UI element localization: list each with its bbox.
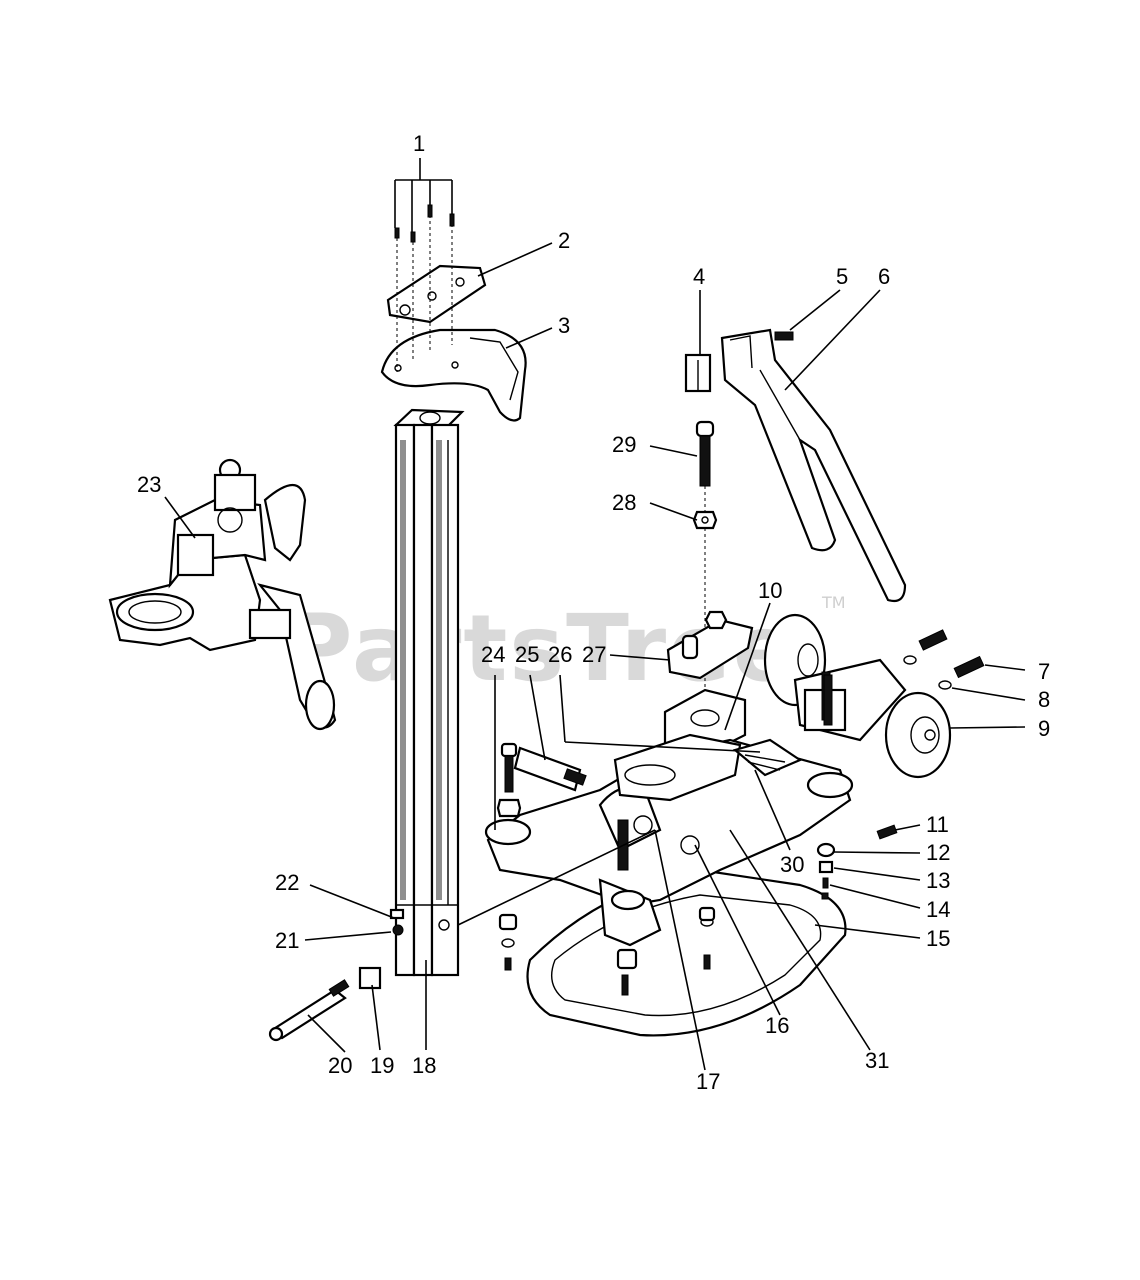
top-bracket-part	[380, 328, 527, 422]
callout-13: 13	[926, 868, 950, 893]
callout-1: 1	[413, 131, 425, 156]
top-plate-part	[386, 264, 487, 324]
callout-28: 28	[612, 490, 636, 515]
watermark-trademark: TM	[821, 593, 846, 612]
callout-9: 9	[1038, 716, 1050, 741]
callout-22: 22	[275, 870, 299, 895]
callout-25: 25	[515, 642, 539, 667]
callout-30: 30	[780, 852, 804, 877]
clamp-handle-part	[684, 328, 907, 603]
small-hardware	[816, 824, 898, 900]
lower-column-hardware	[268, 908, 405, 1042]
base-part	[526, 868, 847, 1037]
callout-26: 26	[548, 642, 572, 667]
callout-31: 31	[865, 1048, 889, 1073]
bolt-part	[692, 420, 718, 700]
callout-24: 24	[481, 642, 505, 667]
carriage-part	[108, 458, 337, 731]
callout-3: 3	[558, 313, 570, 338]
wheel-assembly-part	[763, 613, 985, 779]
callout-4: 4	[693, 264, 705, 289]
callout-10: 10	[758, 578, 782, 603]
callout-15: 15	[926, 926, 950, 951]
callout-12: 12	[926, 840, 950, 865]
screw-set	[394, 204, 455, 372]
callout-8: 8	[1038, 687, 1050, 712]
callout-11: 11	[926, 812, 949, 837]
leader-lines	[164, 158, 1026, 1071]
callout-20: 20	[328, 1053, 352, 1078]
callout-23: 23	[137, 472, 161, 497]
callout-16: 16	[765, 1013, 789, 1038]
callout-29: 29	[612, 432, 636, 457]
column-part	[393, 408, 465, 977]
callout-2: 2	[558, 228, 570, 253]
callout-6: 6	[878, 264, 890, 289]
pivot-bolts-part	[496, 742, 587, 818]
standoffs	[498, 906, 716, 996]
callout-21: 21	[275, 928, 299, 953]
callout-14: 14	[926, 897, 950, 922]
callout-7: 7	[1038, 659, 1050, 684]
callout-18: 18	[412, 1053, 436, 1078]
callout-5: 5	[836, 264, 848, 289]
callout-27: 27	[582, 642, 606, 667]
callout-19: 19	[370, 1053, 394, 1078]
callout-17: 17	[696, 1069, 720, 1094]
callout-labels: 1 2 3 4 5 6 7 8 9 10 11 12 13 14 15 16 1…	[137, 131, 1050, 1094]
